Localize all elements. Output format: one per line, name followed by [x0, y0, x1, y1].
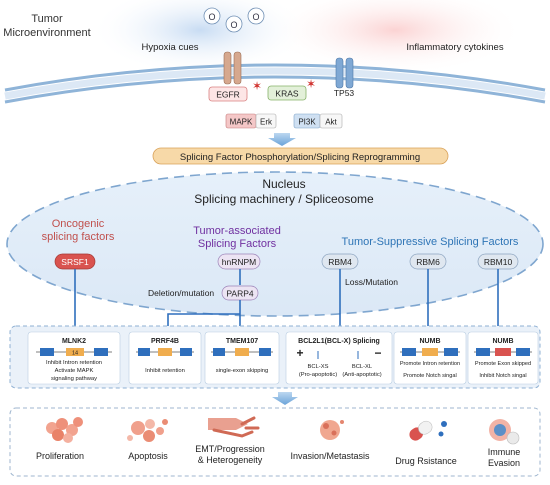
pi3k-akt-box: PI3K Akt	[293, 113, 343, 129]
svg-text:Inhibit Intron retention: Inhibit Intron retention	[46, 360, 102, 366]
svg-text:(Pro-apoptotic): (Pro-apoptotic)	[299, 372, 337, 378]
outcome-invasion: Invasion/Metastasis	[290, 451, 370, 461]
tmem107-card: TMEM107 single-exon skipping	[204, 331, 280, 385]
rbm4-pill: RBM4	[321, 253, 359, 270]
svg-text:EGFR: EGFR	[216, 90, 240, 100]
svg-text:MAPK: MAPK	[230, 118, 253, 127]
mlnk2-card: MLNK2 14 Inhibit Intron retention Activa…	[27, 331, 121, 385]
hypoxia-channel-icon	[223, 51, 242, 85]
svg-text:Activate MAPK: Activate MAPK	[55, 368, 94, 374]
nucleus-ellipse	[6, 171, 544, 317]
svg-text:O: O	[208, 12, 215, 22]
down-arrow-icon	[268, 133, 296, 146]
kras-box: KRAS	[267, 85, 307, 101]
svg-text:Erk: Erk	[260, 118, 273, 127]
svg-text:SRSF1: SRSF1	[61, 257, 89, 267]
svg-text:Inhibit Notch singal: Inhibit Notch singal	[479, 373, 526, 379]
numb-card-2: NUMB Promote Exon skipped Inhibit Notch …	[467, 331, 539, 385]
suppressive-title: Tumor-Suppressive Splicing Factors	[342, 236, 519, 248]
outcomes-panel	[9, 407, 541, 477]
immune-cell-icon	[489, 419, 520, 445]
svg-text:O: O	[252, 12, 259, 22]
svg-text:PARP4: PARP4	[226, 289, 254, 299]
svg-text:PRRF4B: PRRF4B	[151, 338, 179, 345]
tumor-env-line1: Tumor	[31, 13, 63, 25]
tp53-channel-icon	[335, 57, 354, 89]
svg-text:BCL-XL: BCL-XL	[352, 364, 373, 370]
outcome-proliferation: Proliferation	[36, 451, 84, 461]
svg-text:RBM10: RBM10	[484, 257, 513, 267]
mapk-erk-box: MAPK Erk	[225, 113, 277, 129]
svg-text:RBM4: RBM4	[328, 257, 352, 267]
nucleus-subtitle: Splicing machinery / Spliceosome	[194, 192, 374, 206]
mutation-star-icon: ✶	[252, 79, 262, 93]
cell-membrane	[4, 63, 546, 104]
down-arrow-icon	[272, 392, 298, 405]
plus-icon: +	[296, 346, 303, 360]
svg-text:MLNK2: MLNK2	[62, 338, 86, 345]
tumor-env-line2: Microenvironment	[3, 27, 90, 39]
svg-text:Promote Notch singal: Promote Notch singal	[403, 373, 456, 379]
outcome-drug: Drug Rsistance	[395, 456, 457, 466]
oxygen-radical-icon: O	[247, 7, 265, 25]
proliferation-icon	[46, 417, 83, 443]
deletion-note: Deletion/mutation	[148, 288, 214, 298]
outcome-immune-line2: Evasion	[488, 458, 520, 468]
bcl2l1-card: BCL2L1(BCL-X) Splicing + − BCL-XS (Pro-a…	[285, 331, 393, 385]
svg-text:RBM6: RBM6	[416, 257, 440, 267]
svg-text:O: O	[230, 20, 237, 30]
outcome-apoptosis: Apoptosis	[128, 451, 168, 461]
oncogenic-title-line1: Oncogenic	[52, 218, 105, 230]
numb-card-1: NUMB Promote Intron retention Promote No…	[393, 331, 467, 385]
invasion-icon	[320, 420, 344, 440]
outcome-immune-line1: Immune	[488, 447, 521, 457]
inflammation-glow	[265, 0, 525, 75]
svg-text:single-exon skipping: single-exon skipping	[216, 368, 269, 374]
svg-text:signaling pathway: signaling pathway	[51, 376, 97, 382]
reprogramming-banner: Splicing Factor Phosphorylation/Splicing…	[152, 147, 449, 165]
svg-text:BCL2L1(BCL-X) Splicing: BCL2L1(BCL-X) Splicing	[298, 338, 380, 345]
drug-capsule-icon	[409, 420, 447, 441]
loss-note: Loss/Mutation	[345, 277, 398, 287]
rbm6-pill: RBM6	[409, 253, 447, 270]
oxygen-radical-icon: O	[225, 15, 243, 33]
svg-text:BCL-XS: BCL-XS	[308, 364, 329, 370]
nucleus-title: Nucleus	[262, 177, 305, 191]
associated-title-line1: Tumor-associated	[193, 225, 281, 237]
mutation-star-icon: ✶	[306, 77, 316, 91]
oncogenic-title-line2: splicing factors	[42, 231, 115, 243]
svg-text:hnRNPM: hnRNPM	[222, 257, 256, 267]
svg-text:Splicing Factor Phosphorylatio: Splicing Factor Phosphorylation/Splicing…	[180, 152, 420, 163]
egfr-box: EGFR	[208, 86, 248, 102]
prrf4b-card: PRRF4B Inhibit retention	[128, 331, 202, 385]
inflammatory-label: Inflammatory cytokines	[406, 42, 503, 53]
svg-text:PI3K: PI3K	[298, 118, 316, 127]
srsf1-pill: SRSF1	[54, 253, 96, 270]
hnrnpm-pill: hnRNPM	[217, 253, 261, 270]
outcome-emt-line2: & Heterogeneity	[198, 455, 263, 465]
svg-text:14: 14	[72, 351, 78, 357]
rbm10-pill: RBM10	[477, 253, 519, 270]
apoptosis-icon	[127, 419, 168, 442]
svg-text:Akt: Akt	[325, 118, 337, 127]
svg-text:NUMB: NUMB	[493, 338, 514, 345]
outcome-emt-line1: EMT/Progression	[195, 444, 265, 454]
hypoxia-label: Hypoxia cues	[141, 42, 198, 53]
tp53-label: TP53	[334, 88, 355, 98]
emt-icon	[208, 416, 260, 438]
associated-title-line2: Splicing Factors	[198, 238, 277, 250]
svg-text:(Anti-apoptotic): (Anti-apoptotic)	[342, 372, 381, 378]
svg-text:NUMB: NUMB	[420, 338, 441, 345]
svg-text:Inhibit retention: Inhibit retention	[145, 368, 185, 374]
svg-text:TMEM107: TMEM107	[226, 338, 258, 345]
oxygen-radical-icon: O	[203, 7, 221, 25]
svg-text:Promote Intron retention: Promote Intron retention	[400, 361, 460, 367]
svg-text:Promote Exon skipped: Promote Exon skipped	[475, 361, 531, 367]
minus-icon: −	[374, 346, 381, 360]
parp4-pill: PARP4	[221, 285, 259, 301]
svg-text:KRAS: KRAS	[275, 89, 298, 99]
